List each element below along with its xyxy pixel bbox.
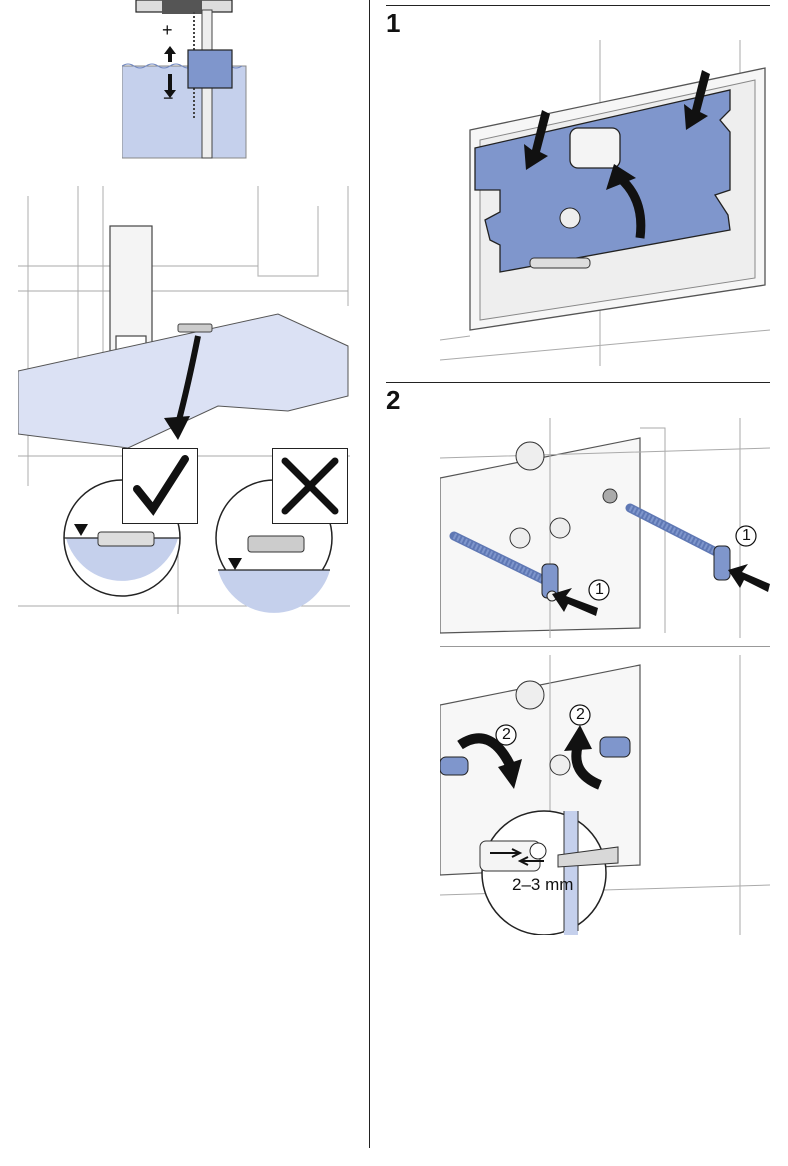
plus-symbol: + bbox=[162, 20, 173, 40]
cross-mark-icon bbox=[272, 448, 348, 524]
minus-symbol: − bbox=[163, 88, 174, 108]
step-2-callout-1-left: 1 bbox=[595, 581, 604, 598]
step-2-sub-rule bbox=[440, 646, 770, 647]
step-1-illustration bbox=[440, 40, 770, 366]
step-2-callout-2-left: 2 bbox=[502, 726, 511, 743]
step-2-rotate-illustration: 2 2 2–3 mm bbox=[440, 655, 770, 935]
check-mark-icon bbox=[122, 448, 198, 524]
step-1-rule bbox=[386, 5, 770, 6]
step-2-number: 2 bbox=[386, 385, 401, 415]
step-1-number: 1 bbox=[386, 8, 401, 38]
float-adjust-figure: + − bbox=[122, 0, 248, 160]
step-2-callout-2-right: 2 bbox=[576, 706, 585, 723]
water-level-figure bbox=[18, 186, 350, 614]
step-2-callout-1-right: 1 bbox=[742, 527, 751, 544]
step-2-rule bbox=[386, 382, 770, 383]
step-2-bolts-illustration: 1 1 bbox=[440, 418, 770, 638]
column-divider bbox=[369, 0, 370, 1148]
gap-dimension-label: 2–3 mm bbox=[512, 875, 574, 894]
